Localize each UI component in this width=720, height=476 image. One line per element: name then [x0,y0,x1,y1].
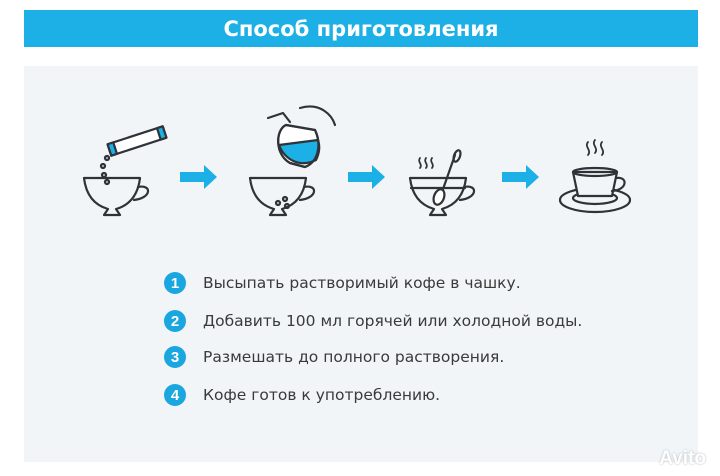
arrow-icon [180,165,217,189]
step-number: 2 [164,310,186,332]
step-text: Высыпать растворимый кофе в чашку. [203,274,521,292]
avito-watermark: Avito [659,448,706,469]
step-text: Размешать до полного растворения. [203,348,505,366]
hot-cup-saucer-icon [558,139,632,214]
sachet-pour-cup-icon [82,125,168,217]
step-2: 2 Добавить 100 мл горячей или холодной во… [164,310,582,332]
step-text: Добавить 100 мл горячей или холодной вод… [203,312,583,330]
arrow-icon [502,165,539,189]
step-number: 3 [164,346,186,368]
step-number: 1 [164,272,186,294]
arrow-icon [348,165,385,189]
step-3: 3 Размешать до полного растворения. [164,346,504,368]
step-4: 4 Кофе готов к употреблению. [164,384,440,406]
kettle-pour-cup-icon [248,105,337,217]
step-text: Кофе готов к употреблению. [203,386,441,404]
stir-spoon-cup-icon [408,149,476,217]
page-title: Способ приготовления [223,16,499,41]
instructions-panel [24,66,698,462]
header-banner: Способ приготовления [24,10,698,47]
step-number: 4 [164,384,186,406]
step-1: 1 Высыпать растворимый кофе в чашку. [164,272,521,294]
